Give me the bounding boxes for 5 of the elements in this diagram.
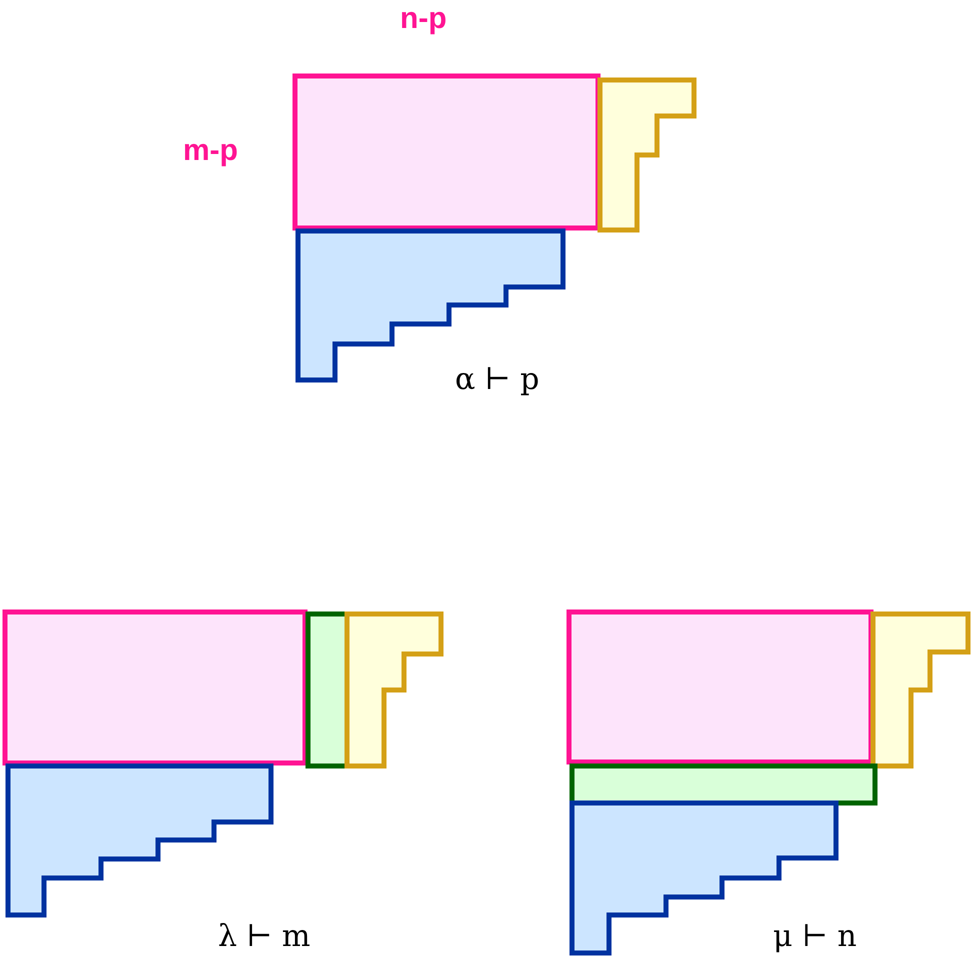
partition-label: μ ⊢ n bbox=[773, 922, 857, 952]
dimension-label: m-p bbox=[183, 136, 238, 166]
partition-label: α ⊢ p bbox=[455, 365, 540, 395]
dimension-label: n-p bbox=[400, 4, 447, 34]
partition-label: λ ⊢ m bbox=[218, 922, 310, 952]
